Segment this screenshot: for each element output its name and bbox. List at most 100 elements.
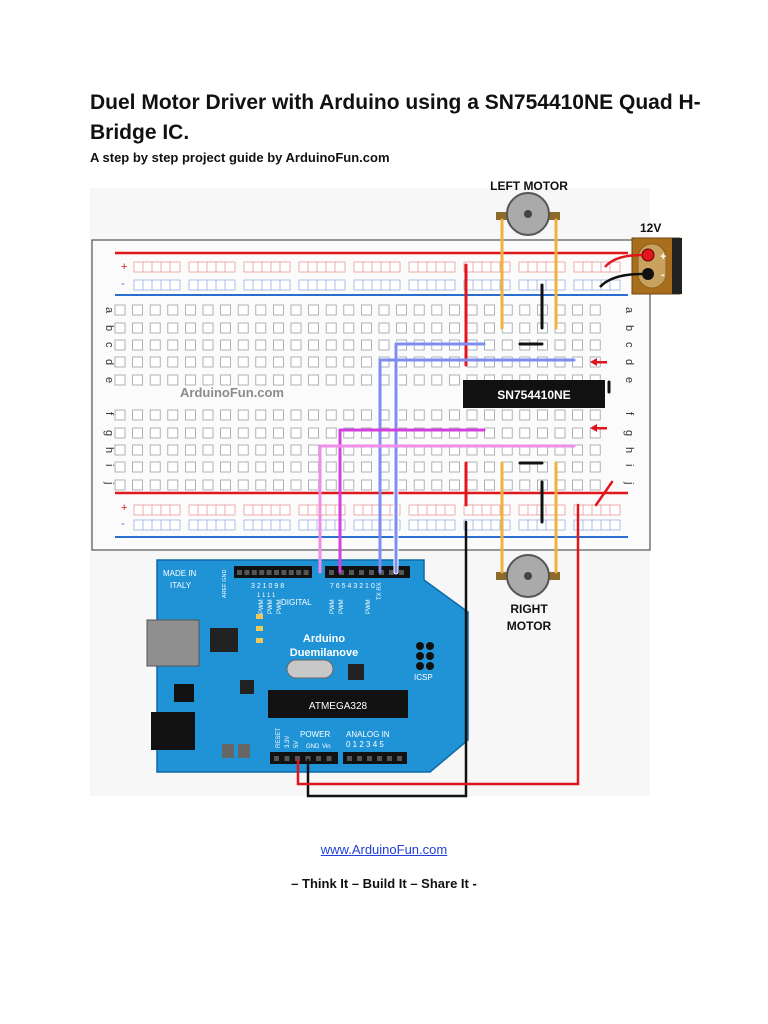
breadboard-hole	[308, 479, 320, 491]
rail-hole	[261, 504, 273, 516]
rail-hole	[215, 504, 227, 516]
breadboard-hole	[272, 461, 284, 473]
breadboard-hole	[484, 461, 496, 473]
row-letter-j: j	[623, 481, 635, 484]
rail-hole	[215, 261, 227, 273]
pwm-label-3: PWM	[277, 599, 283, 614]
breadboard-hole	[448, 409, 460, 421]
breadboard-hole	[554, 339, 566, 351]
website-link[interactable]: www.ArduinoFun.com	[320, 842, 448, 857]
breadboard-hole	[325, 322, 337, 334]
header-pin	[377, 756, 382, 761]
breadboard-hole	[431, 409, 443, 421]
rail-hole	[270, 519, 282, 531]
header-pin	[244, 570, 250, 575]
breadboard-hole	[167, 374, 179, 386]
breadboard-hole	[519, 409, 531, 421]
breadboard-hole	[501, 409, 513, 421]
breadboard-hole	[343, 339, 355, 351]
rail-hole	[279, 261, 291, 273]
reset-button[interactable]	[348, 664, 364, 680]
rail-hole	[224, 279, 236, 291]
rail-hole	[591, 261, 603, 273]
breadboard-hole	[237, 304, 249, 316]
rail-hole	[206, 519, 218, 531]
breadboard-hole	[378, 339, 390, 351]
gnd-label: GND	[306, 744, 320, 750]
made-in-1: MADE IN	[163, 569, 197, 578]
breadboard-hole	[255, 356, 267, 368]
rail-hole	[499, 279, 511, 291]
left-motor-label: LEFT MOTOR	[490, 179, 568, 193]
breadboard-hole	[325, 427, 337, 439]
breadboard-hole	[184, 339, 196, 351]
breadboard-hole	[167, 461, 179, 473]
breadboard-hole	[220, 409, 232, 421]
rail-hole	[252, 504, 264, 516]
breadboard-hole	[308, 409, 320, 421]
breadboard-hole	[167, 322, 179, 334]
rail-hole	[188, 261, 200, 273]
breadboard-hole	[519, 322, 531, 334]
board-name-2: Duemilanove	[290, 647, 358, 659]
rail-hole	[151, 504, 163, 516]
page-subtitle: A step by step project guide by ArduinoF…	[90, 150, 390, 165]
breadboard-hole	[272, 444, 284, 456]
breadboard-hole	[167, 427, 179, 439]
breadboard-hole	[484, 322, 496, 334]
v5-label: 5V	[294, 741, 300, 748]
rail-hole	[600, 504, 612, 516]
rail-hole	[518, 504, 530, 516]
rail-hole	[389, 261, 401, 273]
breadboard-hole	[431, 427, 443, 439]
sn754410ne-chip	[463, 380, 605, 408]
rail-hole	[490, 279, 502, 291]
rail-hole	[609, 504, 621, 516]
breadboard-hole	[237, 409, 249, 421]
rail-hole	[160, 279, 172, 291]
breadboard-hole	[501, 461, 513, 473]
right-motor-label-2: MOTOR	[507, 619, 552, 633]
rail-hole	[380, 519, 392, 531]
breadboard-hole	[149, 374, 161, 386]
rail-hole	[224, 519, 236, 531]
rail-hole	[353, 519, 365, 531]
rail-hole	[142, 519, 154, 531]
breadboard-hole	[272, 374, 284, 386]
header-pin	[326, 756, 332, 761]
rail-hole	[133, 519, 145, 531]
row-letter-j: j	[103, 481, 115, 484]
breadboard-hole	[484, 356, 496, 368]
breadboard-hole	[413, 322, 425, 334]
rail-hole	[133, 261, 145, 273]
row-letter-e: e	[623, 377, 635, 383]
breadboard-hole	[184, 409, 196, 421]
rail-hole	[307, 504, 319, 516]
rail-hole	[270, 504, 282, 516]
rail-hole	[518, 261, 530, 273]
breadboard-hole	[484, 339, 496, 351]
breadboard-hole	[132, 304, 144, 316]
breadboard-hole	[572, 427, 583, 439]
breadboard-hole	[184, 427, 196, 439]
breadboard-hole	[149, 304, 161, 316]
rail-hole	[481, 519, 493, 531]
five-volt-wire	[296, 503, 580, 786]
row-letter-f: f	[623, 412, 635, 416]
breadboard-hole	[290, 427, 302, 439]
breadboard-hole	[220, 356, 232, 368]
icsp-label: ICSP	[414, 673, 433, 682]
rail-hole	[243, 261, 255, 273]
rail-hole	[591, 519, 603, 531]
rail-hole	[481, 279, 493, 291]
rail-hole	[389, 279, 401, 291]
breadboard-hole	[554, 356, 566, 368]
rail-hole	[490, 261, 502, 273]
breadboard-hole	[132, 409, 144, 421]
crystal	[286, 659, 334, 679]
rail-hole	[243, 504, 255, 516]
rail-minus-bottom: -	[121, 518, 125, 530]
